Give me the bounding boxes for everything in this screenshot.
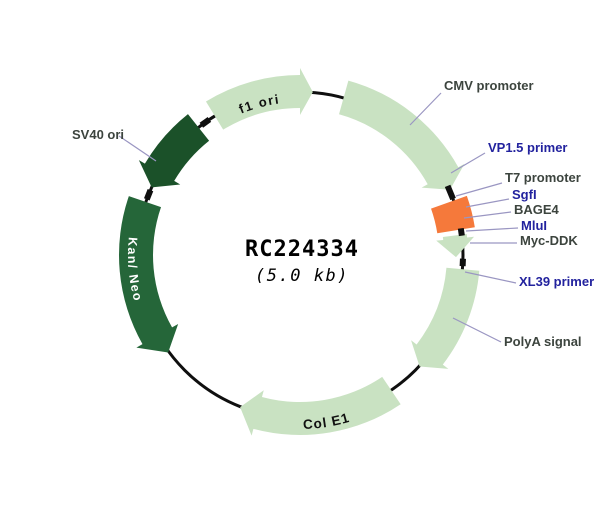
label-bage4: BAGE4 (514, 202, 560, 217)
feature-sv40-ori-arrow (138, 114, 210, 188)
leader-polya-signal (452, 317, 502, 343)
leader-t7-promoter (455, 182, 503, 197)
feature-kan-neo (119, 196, 179, 353)
plasmid-size: (5.0 kb) (255, 266, 349, 286)
leader-lines (118, 92, 519, 343)
leader-mlui-site (465, 227, 519, 232)
feature-f1-ori (205, 68, 313, 130)
leader-vp15-primer (450, 152, 486, 174)
ring-tick-0 (199, 117, 212, 128)
feature-myc-ddk-arrow (436, 233, 475, 258)
label-cmv-promoter: CMV promoter (444, 78, 534, 93)
leader-cmv-promoter (409, 92, 442, 126)
label-xl39-primer: XL39 primer (519, 274, 594, 289)
feature-arcs (119, 68, 480, 436)
feature-bage4-insert (431, 195, 475, 234)
label-polya-signal: PolyA signal (504, 334, 582, 349)
feature-cmv-promoter (339, 80, 465, 190)
plasmid-name: RC224334 (245, 237, 359, 262)
ring-tick-1 (143, 189, 154, 201)
feature-col-e1 (240, 376, 401, 436)
label-mlui-site: MluI (521, 218, 547, 233)
leader-sv40-ori (118, 135, 157, 162)
label-sv40-ori: SV40 ori (72, 127, 124, 142)
leader-sgfi-site (465, 198, 510, 208)
label-sgfi-site: SgfI (512, 187, 537, 202)
leader-bage4 (463, 211, 512, 219)
label-vp15-primer: VP1.5 primer (488, 140, 568, 155)
leader-xl39-primer (464, 271, 517, 284)
label-myc-ddk: Myc-DDK (520, 233, 578, 248)
feature-polya-signal-arc (411, 267, 480, 369)
label-t7-promoter: T7 promoter (505, 170, 581, 185)
ring-ticks (143, 117, 466, 267)
ring-tick-3 (457, 227, 465, 237)
ring-tick-2 (444, 184, 456, 201)
